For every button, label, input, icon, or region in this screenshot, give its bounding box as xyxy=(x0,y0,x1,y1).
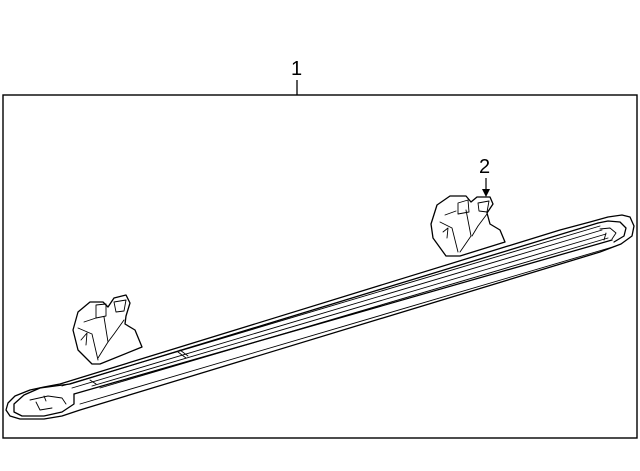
callout-label-2[interactable]: 2 xyxy=(479,156,490,178)
callout-label-1[interactable]: 1 xyxy=(291,58,302,80)
diagram-frame xyxy=(2,94,638,439)
callout-arrow-2 xyxy=(482,178,490,197)
running-board[interactable] xyxy=(5,214,635,420)
mounting-bracket-rear[interactable] xyxy=(430,195,506,257)
mounting-bracket-front[interactable] xyxy=(72,294,143,365)
